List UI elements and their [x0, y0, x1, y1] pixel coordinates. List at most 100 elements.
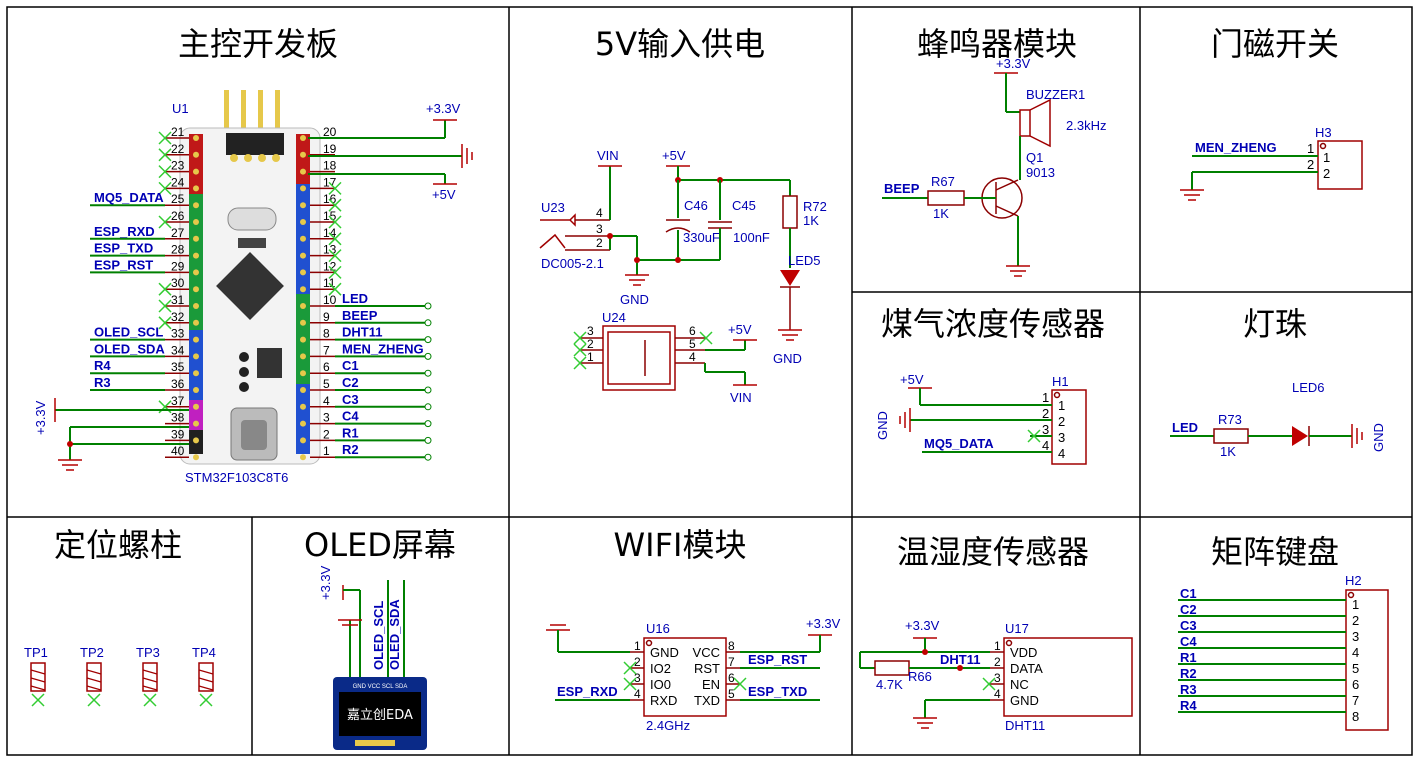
temp-pin-num: 2	[994, 655, 1001, 669]
keypad-net: C2	[1180, 602, 1197, 617]
r67-value: 1K	[933, 206, 949, 221]
p5v-label: +5V	[662, 148, 686, 163]
gas-net: MQ5_DATA	[924, 436, 994, 451]
h1-pin-2-name: 2	[1058, 414, 1065, 429]
gas-gnd: GND	[875, 411, 890, 440]
h1-pin-1-num: 1	[1042, 390, 1049, 405]
h1-pin-1-name: 1	[1058, 398, 1065, 413]
title-temp: 温湿度传感器	[897, 533, 1089, 571]
mcu-left-pin-num: 26	[171, 209, 185, 223]
title-wifi: WIFI模块	[614, 526, 747, 564]
gnd-label: GND	[620, 292, 649, 307]
wifi-right-pin-num: 6	[728, 671, 735, 685]
mcu-right-net: R2	[342, 442, 359, 457]
mcu-left-pin-num: 37	[171, 394, 185, 408]
wifi-rxd: ESP_RXD	[557, 684, 618, 699]
mcu-left-pin-num: 33	[171, 327, 185, 341]
mcu-left-pin-num: 40	[171, 444, 185, 458]
q1-value: 9013	[1026, 165, 1055, 180]
oled-section: +3.3V OLED_SCL OLED_SDA GND VCC SCL SDA …	[318, 565, 427, 750]
wifi-rst: ESP_RST	[748, 652, 807, 667]
lamp-section: LED6 LED R73 1K GND	[1170, 380, 1386, 459]
mcu-value: STM32F103C8T6	[185, 470, 288, 485]
r72-ref: R72	[803, 199, 827, 214]
mcu-left-net: OLED_SCL	[94, 325, 163, 340]
mcu-left-pin-num: 29	[171, 259, 185, 273]
r73-value: 1K	[1220, 444, 1236, 459]
gnd2-label: GND	[773, 351, 802, 366]
title-oled: OLED屏幕	[304, 526, 456, 564]
u16-ref: U16	[646, 621, 670, 636]
keypad-pin-num: 8	[1352, 709, 1359, 724]
oled-sda: OLED_SDA	[387, 599, 402, 670]
lamp-gnd: GND	[1371, 423, 1386, 452]
wifi-p3v3: +3.3V	[806, 616, 841, 631]
mcu-power-symbols: +3.3V +5V +3.3V	[33, 101, 473, 471]
oled-scl: OLED_SCL	[371, 601, 386, 670]
led5-ref: LED5	[788, 253, 821, 268]
wifi-right-pin-name: RST	[694, 661, 720, 676]
h1-pin-3-name: 3	[1058, 430, 1065, 445]
u24-pin-3: 3	[587, 324, 594, 338]
mcu-right-pin-num: 5	[323, 377, 330, 391]
r67-ref: R67	[931, 174, 955, 189]
u24-pin-5: 5	[689, 337, 696, 351]
power-section: U23 DC005-2.1 4 3 2 VIN GND +5V C46	[539, 148, 827, 405]
title-power: 5V输入供电	[595, 25, 765, 63]
keypad-net: C3	[1180, 618, 1197, 633]
wifi-left-pin-name: IO0	[650, 677, 671, 692]
keypad-pin-num: 1	[1352, 597, 1359, 612]
h1-pin-2-num: 2	[1042, 406, 1049, 421]
h2-ref: H2	[1345, 573, 1362, 588]
mcu-right-pin-num: 8	[323, 327, 330, 341]
door-net: MEN_ZHENG	[1195, 140, 1277, 155]
mcu-right-pin-num: 7	[323, 343, 330, 357]
wifi-right-pin-num: 8	[728, 639, 735, 653]
temp-pin-name: DATA	[1010, 661, 1043, 676]
mcu-right-net: BEEP	[342, 308, 378, 323]
mcu-left-pins: 2122232425MQ5_DATA2627ESP_RXD28ESP_TXD29…	[90, 125, 199, 461]
keypad-pin-num: 2	[1352, 613, 1359, 628]
u23-pin-2: 2	[596, 236, 603, 250]
mcu-right-pin-num: 1	[323, 444, 330, 458]
led6-ref: LED6	[1292, 380, 1325, 395]
mcu-right-pin-num: 20	[323, 125, 337, 139]
buzzer-section: +3.3V BUZZER1 2.3kHz Q1 9013 BEEP R67 1K	[882, 56, 1106, 277]
wifi-left-pin-name: RXD	[650, 693, 677, 708]
h3-pin-2-name: 2	[1323, 166, 1330, 181]
door-section: H3 MEN_ZHENG 1 1 2 2	[1180, 125, 1363, 201]
u24-pin-6: 6	[689, 324, 696, 338]
oled-header: GND VCC SCL SDA	[353, 684, 408, 690]
keypad-net: R1	[1180, 650, 1197, 665]
wifi-right-pin-name: TXD	[694, 693, 720, 708]
wifi-txd: ESP_TXD	[748, 684, 807, 699]
wifi-right-pin-name: EN	[702, 677, 720, 692]
keypad-pin-num: 3	[1352, 629, 1359, 644]
mcu-left-net: ESP_RXD	[94, 224, 155, 239]
keypad-net: C1	[1180, 586, 1197, 601]
h3-pin-2-num: 2	[1307, 157, 1314, 172]
mcu-left-pin-num: 32	[171, 310, 185, 324]
c45-value: 100nF	[733, 230, 770, 245]
mcu-pwr-3v3: +3.3V	[426, 101, 461, 116]
mcu-left-pin-num: 21	[171, 125, 185, 139]
r72-value: 1K	[803, 213, 819, 228]
u24-vin-label: VIN	[730, 390, 752, 405]
u23-pin-3: 3	[596, 222, 603, 236]
keypad-net: R4	[1180, 698, 1197, 713]
mcu-left-pin-num: 38	[171, 411, 185, 425]
lamp-net: LED	[1172, 420, 1198, 435]
u17-ref: U17	[1005, 621, 1029, 636]
u24-ref: U24	[602, 310, 626, 325]
mcu-left-net: OLED_SDA	[94, 341, 165, 356]
u17-value: DHT11	[1005, 718, 1045, 733]
gas-section: H1 +5V GND MQ5_DATA 1 2 3 4 1 2 3 4	[875, 372, 1087, 465]
keypad-net: R3	[1180, 682, 1197, 697]
mcu-left-pin-num: 24	[171, 175, 185, 189]
c46-value: 330uF	[683, 230, 720, 245]
buzzer-ref: BUZZER1	[1026, 87, 1085, 102]
mcu-pwr-5v: +5V	[432, 187, 456, 202]
